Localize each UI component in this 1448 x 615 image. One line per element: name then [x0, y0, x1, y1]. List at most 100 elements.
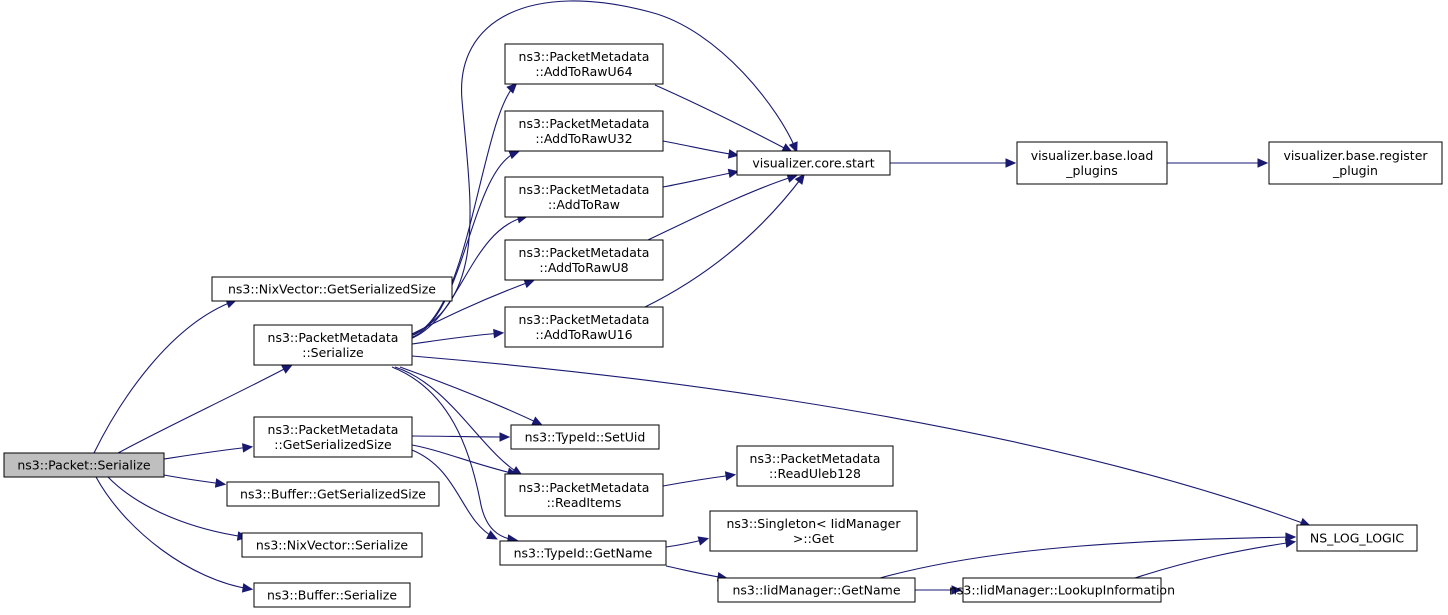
edge-line [411, 355, 1309, 526]
edge-line [399, 366, 541, 425]
node-box [1268, 141, 1443, 185]
node-typeid-getname[interactable]: ns3::TypeId::GetName [499, 540, 667, 566]
node-box [717, 577, 916, 603]
node-viz-base-register-plugin[interactable]: visualizer.base.register_plugin [1268, 141, 1443, 185]
edge-line [407, 0, 797, 338]
node-pm-serialize[interactable]: ns3::PacketMetadata::Serialize [253, 324, 413, 366]
arrowhead-icon [499, 432, 511, 442]
edge-line [117, 365, 291, 454]
node-label: ns3::NixVector::GetSerializedSize [228, 282, 436, 297]
edge-packet_serialize-to-pm_getserializedsize [163, 443, 254, 460]
edge-line [93, 300, 235, 454]
node-pm-addtorawu64[interactable]: ns3::PacketMetadata::AddToRawU64 [504, 43, 664, 85]
arrowhead-icon [242, 443, 254, 453]
edge-pm_addtorawu32-to-viz_core_start [662, 140, 740, 159]
arrowhead-icon [1257, 158, 1269, 168]
node-label: >::Get [793, 531, 834, 546]
node-box [253, 416, 413, 458]
edge-packet_serialize-to-buffer_serialize [95, 476, 254, 593]
edges-layer [93, 0, 1312, 595]
edge-viz_base_load_plugins-to-viz_base_register_plugin [1167, 158, 1269, 168]
node-iid-lookupinformation[interactable]: ns3::IidManager::LookupInformation [949, 577, 1175, 603]
edge-pm_getserializedsize-to-pm_readitems [411, 444, 519, 477]
edge-pm_serialize-to-pm_addtorawu16 [411, 328, 505, 345]
node-box [504, 306, 664, 348]
node-box [1296, 524, 1418, 552]
arrowhead-icon [531, 416, 543, 426]
node-box [504, 239, 664, 281]
edge-iid_getname-to-iid_lookupinformation [915, 585, 963, 595]
arrowhead-icon [1005, 158, 1017, 168]
node-label: ::AddToRawU64 [535, 64, 632, 79]
node-label: ns3::PacketMetadata [519, 49, 650, 64]
node-typeid-setuid[interactable]: ns3::TypeId::SetUid [510, 424, 660, 450]
node-box [499, 540, 667, 566]
arrowhead-icon [1285, 532, 1297, 542]
node-packet-serialize: ns3::Packet::Serialize [3, 452, 165, 478]
node-singleton-get[interactable]: ns3::Singleton< IidManager>::Get [709, 510, 918, 552]
node-pm-addtorawu8[interactable]: ns3::PacketMetadata::AddToRawU8 [504, 239, 664, 281]
edge-line [654, 84, 791, 152]
node-label: _plugin [1332, 163, 1378, 178]
edge-pm_serialize-to-ns_log_logic [411, 355, 1312, 527]
arrowhead-icon [506, 82, 518, 94]
node-label: NS_LOG_LOGIC [1310, 531, 1405, 546]
node-ns-log-logic[interactable]: NS_LOG_LOGIC [1296, 524, 1418, 552]
arrowhead-icon [241, 583, 254, 593]
edge-line [411, 332, 502, 345]
node-buffer-serialize[interactable]: ns3::Buffer::Serialize [253, 582, 411, 608]
arrowhead-icon [523, 279, 536, 289]
edge-line [665, 565, 726, 579]
node-label: ns3::IidManager::GetName [732, 583, 900, 598]
node-label: ::AddToRawU8 [539, 260, 628, 275]
arrowhead-icon [281, 364, 293, 374]
node-label: ns3::PacketMetadata [268, 422, 399, 437]
edge-line [409, 84, 516, 337]
edge-line [163, 474, 224, 485]
node-box [1016, 141, 1168, 185]
arrowhead-icon [794, 173, 805, 185]
edge-pm_getserializedsize-to-typeid_getname [411, 449, 498, 540]
node-box [510, 424, 660, 450]
node-label: ::AddToRawU32 [535, 131, 632, 146]
node-label: ::GetSerializedSize [274, 437, 392, 452]
node-box [504, 110, 664, 152]
edge-pm_serialize-to-typeid_setuid [399, 366, 543, 426]
node-label: ns3::PacketMetadata [519, 245, 650, 260]
node-box [226, 481, 440, 507]
node-pm-addtoraw[interactable]: ns3::PacketMetadata::AddToRaw [504, 176, 664, 218]
node-label: ns3::PacketMetadata [519, 182, 650, 197]
node-iid-getname[interactable]: ns3::IidManager::GetName [717, 577, 916, 603]
node-label: ::Serialize [302, 345, 364, 360]
node-box [253, 582, 411, 608]
node-pm-getserializedsize[interactable]: ns3::PacketMetadata::GetSerializedSize [253, 416, 413, 458]
edge-line [879, 536, 1294, 579]
nodes-layer: ns3::Packet::Serialize ns3::NixVector::Ge… [3, 43, 1443, 608]
node-nix-serialize[interactable]: ns3::NixVector::Serialize [241, 532, 423, 558]
arrowhead-icon [508, 150, 521, 160]
arrowhead-icon [788, 141, 798, 154]
edge-pm_addtorawu16-to-viz_core_start [644, 173, 805, 308]
edge-pm_readitems-to-pm_readuleb128 [662, 471, 737, 487]
edge-pm_serialize-to-pm_readitems [394, 366, 523, 476]
node-pm-addtorawu16[interactable]: ns3::PacketMetadata::AddToRawU16 [504, 306, 664, 348]
edge-packet_serialize-to-buffer_getserializedsize [163, 474, 227, 488]
node-viz-base-load-plugins[interactable]: visualizer.base.load_plugins [1016, 141, 1168, 185]
edge-line [411, 435, 508, 438]
node-label: ::ReadUleb128 [769, 466, 861, 481]
node-pm-addtorawu32[interactable]: ns3::PacketMetadata::AddToRawU32 [504, 110, 664, 152]
node-pm-readuleb128[interactable]: ns3::PacketMetadata::ReadUleb128 [736, 445, 894, 487]
node-box [736, 445, 894, 487]
edge-line [647, 175, 796, 241]
node-label: ns3::PacketMetadata [519, 480, 650, 495]
node-box [504, 473, 664, 517]
node-viz-core-start[interactable]: visualizer.core.start [736, 150, 891, 176]
node-label: ns3::PacketMetadata [519, 116, 650, 131]
node-buffer-getserializedsize[interactable]: ns3::Buffer::GetSerializedSize [226, 481, 440, 507]
node-pm-readitems[interactable]: ns3::PacketMetadata::ReadItems [504, 473, 664, 517]
node-nix-getserializedsize[interactable]: ns3::NixVector::GetSerializedSize [211, 276, 453, 302]
edge-pm_getserializedsize-to-typeid_setuid [411, 432, 511, 442]
node-box [504, 176, 664, 218]
edge-line [95, 476, 251, 590]
